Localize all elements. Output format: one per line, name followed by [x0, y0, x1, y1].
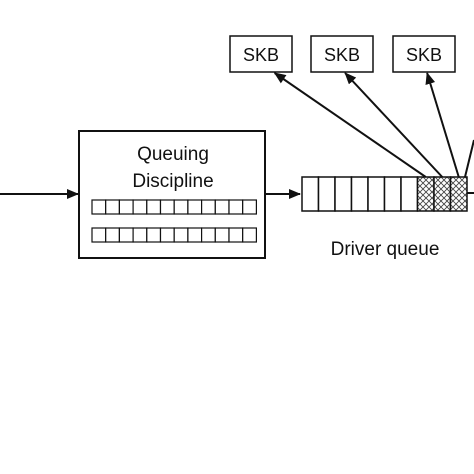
driver-queue-slot-filled [449, 176, 468, 212]
qdisc-slot [91, 227, 107, 243]
driver-queue-slot [400, 176, 419, 212]
qdisc-title-line2: Discipline [132, 171, 213, 192]
skb-pointer-arrow [273, 72, 427, 178]
qdisc-slot [228, 199, 244, 215]
driver-queue-slot [383, 176, 402, 212]
driver-queue-slot [350, 176, 369, 212]
skb-box: SKB [392, 35, 456, 73]
qdisc-title-line1: Queuing [137, 144, 209, 165]
qdisc-queues [91, 199, 257, 243]
qdisc-queue-row [91, 227, 257, 243]
qdisc-slot [214, 199, 230, 215]
skb-layer: SKB SKB SKB [229, 35, 474, 178]
driver-queue-slot-filled [416, 176, 435, 212]
qdisc-slot [159, 199, 175, 215]
qdisc-slot [146, 199, 162, 215]
skb-pointer-arrow [344, 72, 443, 178]
driver-queue-slot [334, 176, 353, 212]
qdisc-queue-row [91, 199, 257, 215]
driver-queue-slot-filled [433, 176, 452, 212]
qdisc-slot [242, 199, 257, 215]
qdisc-slot [201, 227, 216, 243]
qdisc-slot [146, 227, 162, 243]
qdisc-slot [173, 227, 189, 243]
qdisc-slot [118, 199, 134, 215]
qdisc-slot [173, 199, 189, 215]
qdisc-slot [105, 227, 120, 243]
qdisc-slot [201, 199, 216, 215]
qdisc-slot [187, 199, 203, 215]
skb-box: SKB [310, 35, 374, 73]
qdisc-slot [105, 199, 120, 215]
qdisc-slot [187, 227, 203, 243]
skb-box: SKB [229, 35, 293, 73]
skb-label: SKB [324, 45, 360, 65]
qdisc-slot [242, 227, 257, 243]
skb-pointer-arrow-offscreen [464, 139, 474, 178]
qdisc-slot [132, 199, 148, 215]
qdisc-slot [228, 227, 244, 243]
qdisc-slot [132, 227, 148, 243]
qdisc-slot [118, 227, 134, 243]
skb-label: SKB [243, 45, 279, 65]
driver-queue-slot [317, 176, 336, 212]
qdisc-slot [91, 199, 107, 215]
driver-queue-slot [367, 176, 386, 212]
skb-pointer-arrow [425, 72, 460, 178]
qdisc-slot [214, 227, 230, 243]
qdisc-slot [159, 227, 175, 243]
driver-queue [301, 176, 468, 212]
queuing-discipline-box: Queuing Discipline [78, 130, 266, 259]
driver-queue-slot [301, 176, 320, 212]
driver-queue-label: Driver queue [331, 239, 440, 260]
skb-label: SKB [406, 45, 442, 65]
